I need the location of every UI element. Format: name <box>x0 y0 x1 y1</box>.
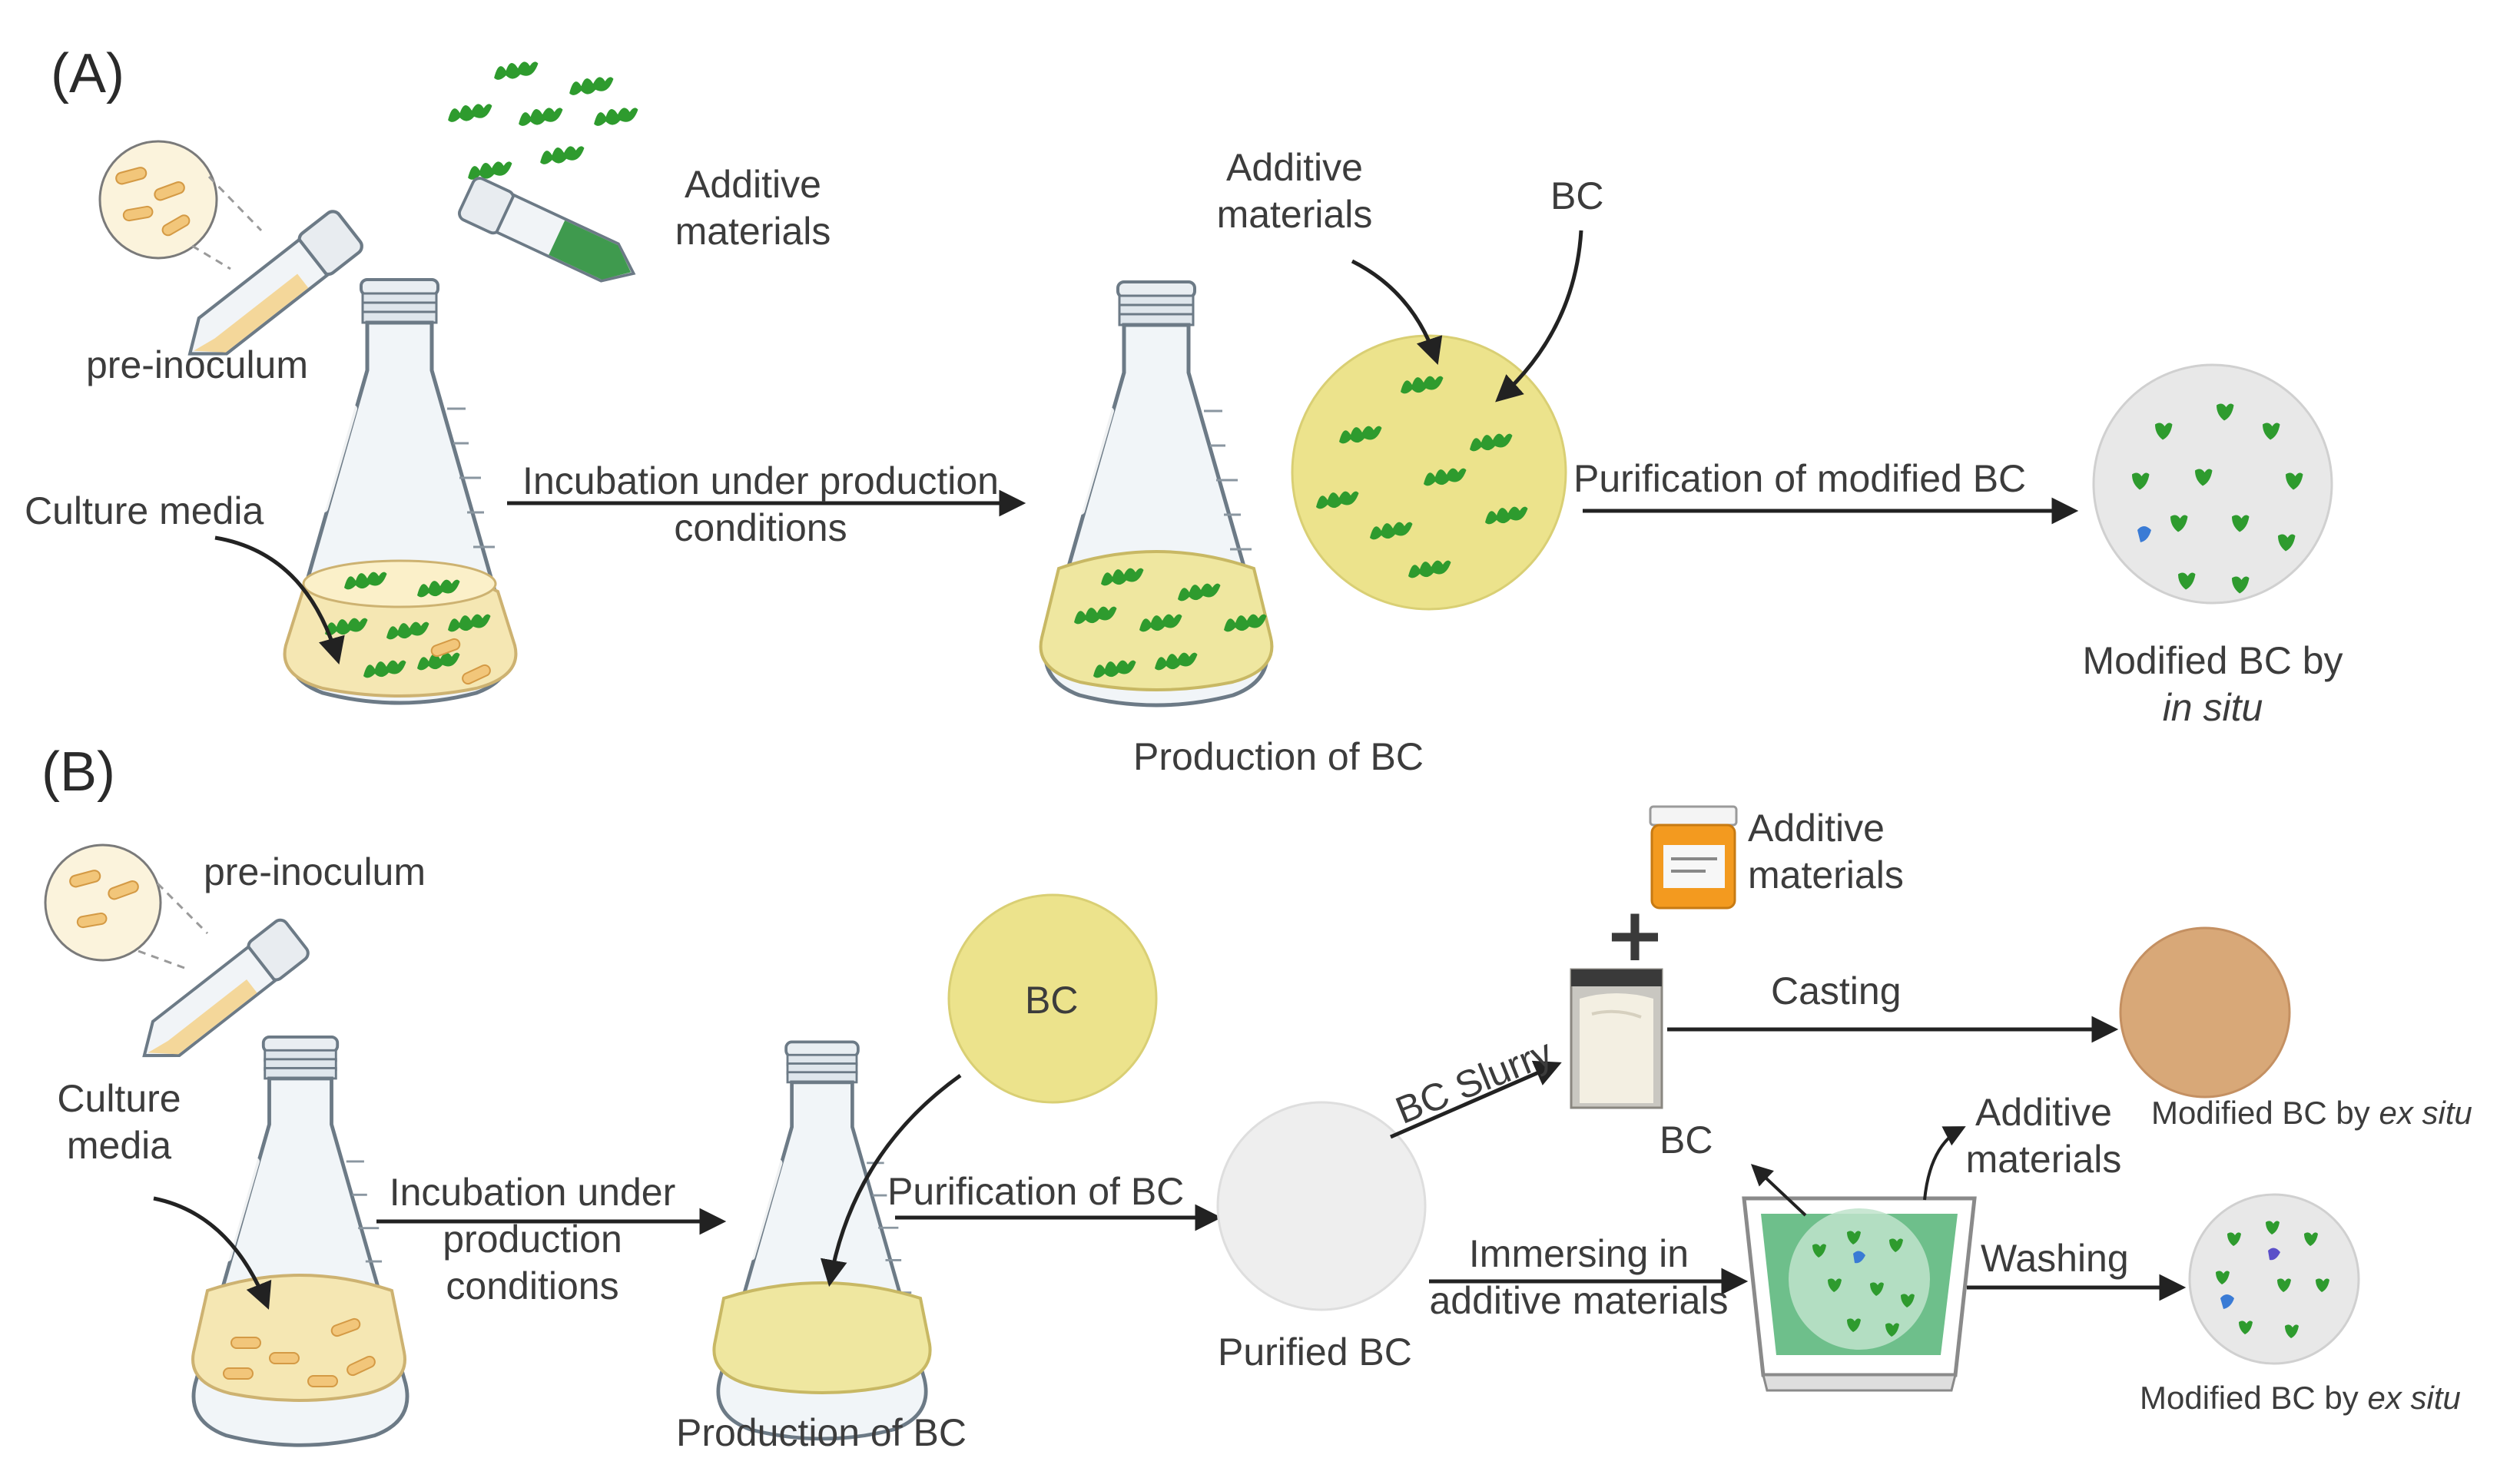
modified-bc-cast-disc-icon <box>2119 926 2291 1099</box>
bc-slurry-jar-icon <box>1570 968 1663 1109</box>
additive-materials-a-line-2: materials <box>675 210 831 253</box>
pre-inoculum-tube-b-icon <box>128 915 313 1075</box>
incubation-b-line-1: Incubation under <box>389 1171 676 1214</box>
culture-media-b-line-2: media <box>66 1124 172 1167</box>
modified-bc-ex-situ-wash-italic: ex situ <box>2367 1380 2461 1416</box>
culture-flask-a-icon <box>283 280 518 703</box>
additive-materials-b-line-1: Additive <box>1748 807 1885 850</box>
additive-materials-a2-label: Additive materials <box>1199 144 1391 238</box>
bc-disc-b-icon <box>947 893 1158 1104</box>
incubation-b-label: Incubation under production conditions <box>367 1169 698 1310</box>
arrow-additive-to-bc-a <box>1351 259 1443 365</box>
immersion-tray-icon <box>1742 1196 1977 1392</box>
bc-b-label: BC <box>1025 979 1079 1022</box>
purified-bc-disc-icon <box>1216 1101 1427 1311</box>
pre-inoculum-a-label: pre-inoculum <box>86 343 309 386</box>
production-of-bc-a-label: Production of BC <box>1133 735 1424 778</box>
lens-a-icon <box>98 140 263 270</box>
purified-bc-label: Purified BC <box>1218 1331 1412 1374</box>
modified-bc-washed-disc-icon <box>2188 1193 2360 1365</box>
additive-materials-b2-label: Additive materials <box>1951 1089 2136 1183</box>
modified-bc-in-situ-line-1: Modified BC by <box>2082 639 2343 682</box>
production-of-bc-b-label: Production of BC <box>676 1411 967 1454</box>
additive-materials-a-label: Additive materials <box>661 161 845 255</box>
incubation-a-line-1: Incubation under production <box>522 459 999 502</box>
modified-bc-ex-situ-cast-italic: ex situ <box>2379 1095 2472 1131</box>
purification-a-label: Purification of modified BC <box>1573 457 2027 500</box>
immersing-line-1: Immersing in <box>1468 1232 1689 1275</box>
modified-bc-ex-situ-cast-text: Modified BC by <box>2151 1095 2379 1131</box>
additive-materials-b2-line-2: materials <box>1965 1138 2122 1181</box>
casting-label: Casting <box>1771 969 1902 1012</box>
pre-inoculum-b-label: pre-inoculum <box>204 850 426 893</box>
production-flask-a-icon <box>1039 282 1274 705</box>
incubation-a-line-2: conditions <box>674 506 847 549</box>
additive-materials-a-icon <box>448 61 638 180</box>
arrow-culture-media-a <box>214 535 345 665</box>
modified-bc-in-situ-line-2: in situ <box>2162 686 2263 729</box>
incubation-b-line-2: production <box>443 1218 622 1261</box>
modified-bc-in-situ-label: Modified BC by in situ <box>2051 638 2374 731</box>
immersing-label: Immersing in additive materials <box>1414 1231 1744 1324</box>
bc-a-label: BC <box>1550 174 1604 217</box>
culture-flask-b-icon <box>193 1037 407 1445</box>
arrow-culture-media-b <box>153 1196 272 1310</box>
additive-materials-b-line-2: materials <box>1748 853 1904 896</box>
immersing-line-2: additive materials <box>1429 1279 1729 1322</box>
purification-b-label: Purification of BC <box>887 1170 1185 1213</box>
culture-media-b-line-1: Culture <box>57 1077 181 1120</box>
bc-tray-label: BC <box>1660 1118 1713 1162</box>
modified-bc-ex-situ-wash-label: Modified BC by ex situ <box>2140 1379 2461 1417</box>
incubation-b-line-3: conditions <box>446 1264 619 1307</box>
additive-bottle-icon <box>1649 805 1738 910</box>
culture-media-a-label: Culture media <box>25 489 264 532</box>
additive-materials-a2-line-2: materials <box>1216 193 1373 236</box>
modified-bc-in-situ-icon <box>2092 363 2333 605</box>
additive-materials-b2-line-1: Additive <box>1975 1091 2112 1134</box>
culture-media-b-label: Culture media <box>31 1075 207 1169</box>
panel-a-tag: (A) <box>51 43 124 104</box>
lens-b-icon <box>44 843 209 969</box>
incubation-a-label: Incubation under production conditions <box>492 458 1030 552</box>
additive-materials-a-line-1: Additive <box>685 163 821 206</box>
modified-bc-ex-situ-wash-text: Modified BC by <box>2140 1380 2368 1416</box>
production-flask-b-icon <box>712 1042 932 1439</box>
additive-tube-a-icon <box>455 174 645 297</box>
modified-bc-ex-situ-cast-label: Modified BC by ex situ <box>2151 1094 2472 1132</box>
bc-disc-a-icon <box>1291 334 1567 611</box>
additive-materials-b-label: Additive materials <box>1748 805 1904 899</box>
arrow-bc-slurry <box>1390 1060 1562 1139</box>
arrow-tray-to-bc <box>1750 1164 1807 1217</box>
washing-label: Washing <box>1981 1237 2129 1280</box>
panel-b-tag: (B) <box>41 741 115 803</box>
pre-inoculum-tube-a-icon <box>174 208 365 373</box>
arrow-bc-to-flask-b <box>820 1073 962 1287</box>
arrow-bc-to-disc-a <box>1495 230 1583 403</box>
additive-materials-a2-line-1: Additive <box>1226 146 1363 189</box>
arrow-tray-to-additive <box>1923 1126 1966 1201</box>
